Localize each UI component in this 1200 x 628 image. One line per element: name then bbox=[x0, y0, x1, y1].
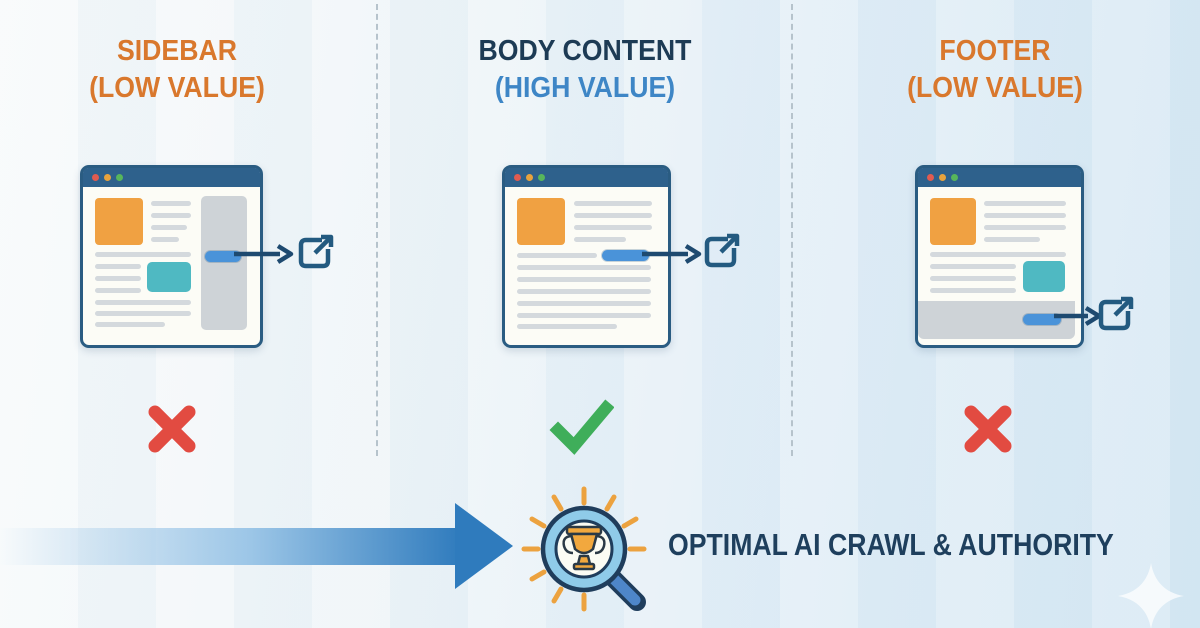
text-line-placeholder bbox=[95, 300, 191, 305]
browser-mockup-sidebar bbox=[80, 165, 263, 348]
flow-arrow-body bbox=[0, 528, 456, 565]
minimize-dot-icon bbox=[526, 174, 533, 181]
text-line-placeholder bbox=[517, 265, 651, 270]
column-divider bbox=[376, 4, 378, 456]
text-line-placeholder bbox=[151, 213, 191, 218]
text-line-placeholder bbox=[517, 324, 617, 329]
text-line-placeholder bbox=[95, 311, 191, 316]
sidebar-link-pill bbox=[205, 251, 241, 262]
maximize-dot-icon bbox=[538, 174, 545, 181]
column-title-line: BODY CONTENT bbox=[478, 35, 692, 67]
text-line-placeholder bbox=[151, 237, 179, 242]
text-line-placeholder bbox=[574, 237, 626, 242]
hero-image-placeholder bbox=[517, 198, 565, 245]
column-subtitle-line: (LOW VALUE) bbox=[907, 72, 1083, 105]
sparkle-icon bbox=[1118, 563, 1184, 628]
text-line-placeholder bbox=[517, 301, 651, 306]
text-line-placeholder bbox=[984, 213, 1066, 218]
trophy-magnifier-icon bbox=[521, 486, 647, 612]
text-line-placeholder bbox=[95, 322, 165, 327]
text-line-placeholder bbox=[984, 225, 1066, 230]
text-line-placeholder bbox=[95, 264, 141, 269]
check-icon bbox=[549, 399, 614, 455]
close-dot-icon bbox=[514, 174, 521, 181]
column-title-footer: FOOTER (LOW VALUE) bbox=[848, 33, 1142, 107]
cross-icon bbox=[964, 405, 1012, 453]
footer-link-pill bbox=[1023, 314, 1061, 325]
text-line-placeholder bbox=[930, 276, 1016, 281]
text-line-placeholder bbox=[930, 252, 1066, 257]
text-line-placeholder bbox=[574, 213, 652, 218]
inline-image-placeholder bbox=[1023, 261, 1065, 292]
hero-image-placeholder bbox=[95, 198, 143, 245]
column-divider bbox=[791, 4, 793, 456]
text-line-placeholder bbox=[984, 201, 1066, 206]
body-link-pill bbox=[602, 250, 649, 261]
text-line-placeholder bbox=[151, 201, 191, 206]
browser-titlebar bbox=[83, 168, 260, 187]
column-title-line: FOOTER bbox=[939, 35, 1051, 67]
flow-result-label: OPTIMAL AI CRAWL & AUTHORITY bbox=[668, 527, 1114, 562]
text-line-placeholder bbox=[95, 288, 141, 293]
text-line-placeholder bbox=[517, 253, 597, 258]
text-line-placeholder bbox=[930, 288, 1016, 293]
text-line-placeholder bbox=[517, 289, 651, 294]
flow-arrow-head bbox=[455, 503, 513, 589]
close-dot-icon bbox=[92, 174, 99, 181]
minimize-dot-icon bbox=[939, 174, 946, 181]
text-line-placeholder bbox=[517, 313, 651, 318]
link-connector-arrow-icon bbox=[642, 244, 702, 264]
cross-icon bbox=[148, 405, 196, 453]
sidebar-rail bbox=[201, 196, 247, 330]
link-connector-arrow-icon bbox=[234, 244, 294, 264]
external-link-icon bbox=[1098, 296, 1134, 331]
text-line-placeholder bbox=[517, 277, 651, 282]
external-link-icon bbox=[704, 233, 740, 268]
text-line-placeholder bbox=[930, 264, 1016, 269]
hero-image-placeholder bbox=[930, 198, 976, 245]
column-title-line: SIDEBAR bbox=[116, 35, 238, 67]
text-line-placeholder bbox=[574, 201, 652, 206]
close-dot-icon bbox=[927, 174, 934, 181]
text-line-placeholder bbox=[151, 225, 187, 230]
text-line-placeholder bbox=[574, 225, 652, 230]
column-subtitle-line: (LOW VALUE) bbox=[89, 72, 265, 105]
minimize-dot-icon bbox=[104, 174, 111, 181]
maximize-dot-icon bbox=[116, 174, 123, 181]
external-link-icon bbox=[298, 234, 334, 269]
inline-image-placeholder bbox=[147, 262, 191, 292]
text-line-placeholder bbox=[95, 276, 141, 281]
column-title-sidebar: SIDEBAR (LOW VALUE) bbox=[39, 33, 315, 107]
text-line-placeholder bbox=[984, 237, 1040, 242]
column-subtitle-line: (HIGH VALUE) bbox=[494, 72, 676, 105]
column-title-body-content: BODY CONTENT (HIGH VALUE) bbox=[438, 33, 732, 107]
maximize-dot-icon bbox=[951, 174, 958, 181]
browser-titlebar bbox=[918, 168, 1081, 187]
browser-mockup-body-content bbox=[502, 165, 671, 348]
browser-titlebar bbox=[505, 168, 668, 187]
text-line-placeholder bbox=[95, 252, 191, 257]
